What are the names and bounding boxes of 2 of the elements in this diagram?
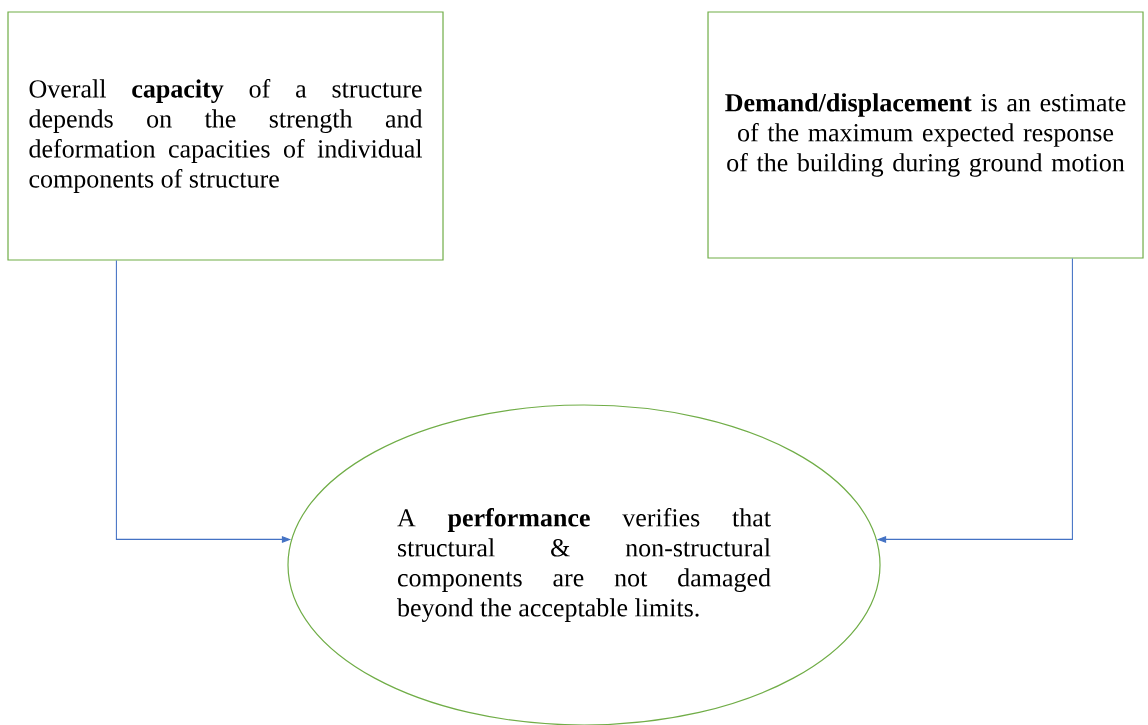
text-box: Demand/displacement is an estimate of the maximum expected response of the building during ground motion	[707, 11, 1144, 259]
text-box: Overall capacity of a structure depends on the strength and deformation capacities of individual components of structure	[7, 11, 444, 261]
